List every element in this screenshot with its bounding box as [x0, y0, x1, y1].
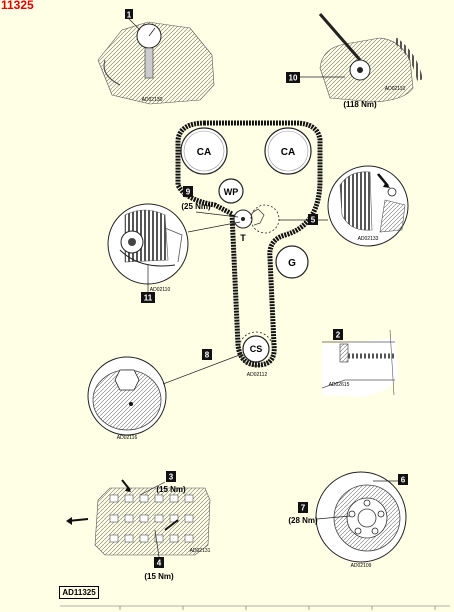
- callout-1: 1: [127, 11, 132, 20]
- tensioner-pulley: T: [233, 208, 265, 243]
- water-pump-label: WP: [224, 187, 239, 197]
- fig3-code: AD02131: [190, 548, 211, 554]
- detail-8-crank-pulley: 8 AD02116 AD02112: [87, 349, 268, 441]
- callout-10-box: [286, 72, 300, 83]
- fig1-code: AD02130: [142, 97, 163, 103]
- callout-2-box: [333, 329, 343, 340]
- callout-5-box: [308, 214, 318, 225]
- idler-pulley: G: [275, 245, 309, 279]
- callout-4: 4: [157, 559, 162, 568]
- torque-4: (15 Nm): [144, 572, 174, 581]
- callout-9-box: [183, 186, 193, 197]
- callout-8: 8: [205, 351, 210, 360]
- camshaft-pulley-right: CA: [264, 127, 312, 175]
- callout-2: 2: [336, 331, 341, 340]
- detail-10-camshaft-bolt: 10 (118 Nm) AD02110: [286, 13, 423, 109]
- callout-5: 5: [311, 216, 316, 225]
- detail-11-tensioner-adjust: AD02110 11: [107, 203, 241, 303]
- callout-7-box: [298, 502, 308, 513]
- callout-9: 9: [186, 188, 191, 197]
- fig2-code: AD02615: [329, 382, 350, 388]
- callout-10: 10: [289, 74, 298, 83]
- crankshaft-label: CS: [250, 344, 263, 354]
- detail-1-engine-gauge: 1 AD02130: [97, 9, 215, 105]
- callout-8-box: [202, 349, 212, 360]
- callout-9-group: 9 (25 Nm): [181, 186, 239, 218]
- torque-3: (15 Nm): [156, 485, 186, 494]
- fig8-pulley-code: AD02116: [117, 435, 138, 441]
- callout-1-box: [125, 9, 133, 19]
- crankshaft-pulley: CS: [238, 331, 274, 367]
- callout-11: 11: [144, 294, 153, 303]
- callout-6: 6: [401, 476, 406, 485]
- torque-7: (28 Nm): [288, 516, 318, 525]
- fig8-code: AD02112: [247, 372, 268, 378]
- camshaft-left-label: CA: [197, 147, 211, 158]
- fig11-code: AD02110: [150, 287, 171, 293]
- detail-3-4-cylinder-head: 3 (15 Nm) 4 (15 Nm) AD02131: [66, 471, 211, 581]
- timing-belt: [175, 120, 323, 368]
- idler-label: G: [288, 258, 296, 269]
- callout-3: 3: [169, 473, 174, 482]
- fig5-code: AD02133: [358, 236, 379, 242]
- callout-11-box: [141, 292, 155, 303]
- callout-7: 7: [301, 504, 306, 513]
- torque-10: (118 Nm): [343, 100, 377, 109]
- fig10-code: AD02110: [385, 86, 406, 92]
- fig6-code: AD02109: [351, 563, 372, 569]
- tensioner-label: T: [240, 233, 246, 243]
- callout-6-box: [398, 474, 408, 485]
- callout-4-box: [154, 557, 164, 568]
- detail-2-crank-timing-mark: 2 AD02615: [321, 329, 398, 397]
- water-pump-pulley: WP: [218, 178, 244, 204]
- camshaft-pulley-left: CA: [180, 127, 228, 175]
- reference-code-box: AD11325: [59, 586, 99, 599]
- camshaft-right-label: CA: [281, 147, 295, 158]
- detail-6-7-crank-pulley-bolts: 6 7 (28 Nm) AD02109: [288, 471, 408, 569]
- torque-9: (25 Nm): [181, 202, 211, 211]
- header-code: 11325: [1, 0, 34, 12]
- detail-5-tensioner-lock: AD02133 5: [279, 165, 409, 247]
- callout-3-box: [166, 471, 176, 482]
